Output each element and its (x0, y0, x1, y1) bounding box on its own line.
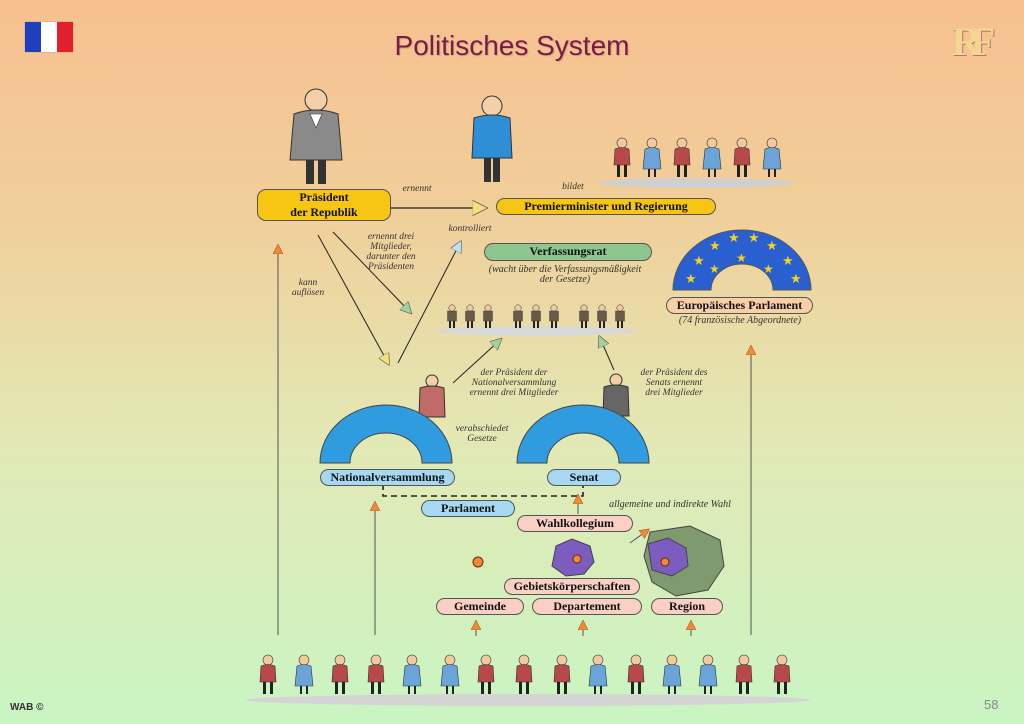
svg-text:★: ★ (790, 271, 802, 286)
svg-text:★: ★ (736, 251, 747, 265)
citizens-row (259, 654, 791, 695)
parlament-box: Parlament (421, 500, 515, 517)
nationalversammlung-box: Nationalversammlung (320, 469, 455, 486)
verabschiedet-note: verabschiedet Gesetze (455, 424, 509, 444)
svg-text:★: ★ (766, 238, 778, 253)
svg-text:★: ★ (709, 262, 720, 276)
kann-aufloesen-note: kann auflösen (291, 278, 325, 298)
verfassungsrat-members (447, 304, 625, 329)
nationalversammlung-hemicycle (319, 404, 453, 464)
verfassungsrat-note: (wacht über die Verfassungsmäßigkeit der… (488, 264, 642, 285)
senat-hemicycle (516, 404, 650, 464)
eu-parliament-note: (74 französische Abgeordnete) (678, 315, 802, 326)
premier-figure (471, 95, 513, 182)
french-flag-icon (25, 22, 73, 52)
eu-parliament-box: Europäisches Parlament (666, 297, 813, 314)
president-label-line2: der Republik (290, 205, 358, 219)
ernennt-note: ernennt (402, 184, 432, 194)
svg-text:★: ★ (693, 253, 705, 268)
praesident-nv-note: der Präsident der Nationalversammlung er… (469, 368, 559, 398)
president-box: Präsident der Republik (257, 189, 391, 221)
kontrolliert-note: kontrolliert (448, 224, 492, 234)
ernennt-drei-note: ernennt drei Mitglieder, darunter den Pr… (366, 232, 416, 272)
premier-box: Premierminister und Regierung (496, 198, 716, 215)
departement-box: Departement (532, 598, 642, 615)
commune-dot-icon (472, 556, 484, 568)
svg-text:★: ★ (763, 262, 774, 276)
eu-parliament-hemicycle: ★★ ★★ ★★ ★★ ★★ ★ (672, 229, 812, 291)
praesident-senat-note: der Präsident des Senats ernennt drei Mi… (640, 368, 708, 398)
region-box: Region (651, 598, 723, 615)
svg-text:★: ★ (685, 271, 697, 286)
government-figures (613, 137, 782, 178)
nv-president-figure (418, 374, 446, 418)
gebietskoerperschaften-box: Gebietskörperschaften (504, 578, 640, 595)
page-number: 58 (984, 697, 999, 712)
copyright-label: WAB © (10, 702, 44, 713)
bildet-note: bildet (562, 182, 584, 192)
wahl-note: allgemeine und indirekte Wahl (609, 499, 731, 510)
senat-box: Senat (547, 469, 621, 486)
svg-text:★: ★ (709, 238, 721, 253)
svg-text:★: ★ (748, 230, 760, 245)
gemeinde-box: Gemeinde (436, 598, 524, 615)
rf-monogram-logo: RF (952, 19, 995, 64)
president-figure (289, 88, 343, 184)
senat-president-figure (602, 373, 630, 417)
verfassungsrat-box: Verfassungsrat (484, 243, 652, 261)
svg-text:★: ★ (728, 230, 740, 245)
svg-text:★: ★ (782, 253, 794, 268)
wahlkollegium-box: Wahlkollegium (517, 515, 633, 532)
page-title: Politisches System (394, 30, 630, 61)
president-label-line1: Präsident (299, 190, 349, 204)
